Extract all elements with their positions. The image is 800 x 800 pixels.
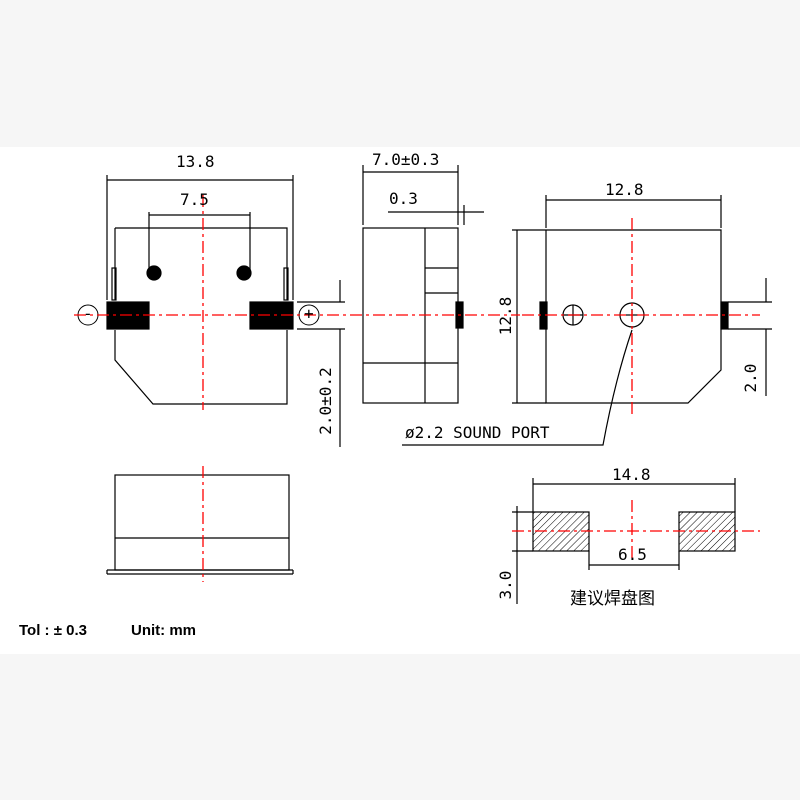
dim-side-width: 7.0±0.3	[372, 150, 440, 169]
dim-pad-height: 3.0	[496, 570, 515, 600]
pad-layout	[512, 478, 736, 604]
dim-front-width: 13.8	[176, 152, 215, 171]
sound-port-label: ø2.2 SOUND PORT	[405, 423, 550, 442]
tolerance-note: Tol : ± 0.3	[19, 622, 87, 639]
dim-terminal-height: 2.0±0.2	[316, 367, 335, 435]
centerlines	[74, 195, 760, 582]
dim-top-width: 12.8	[605, 180, 644, 199]
dim-pad-total: 14.8	[612, 465, 651, 484]
minus-label: -	[83, 304, 93, 323]
bottom-view	[106, 474, 294, 575]
pad-caption: 建议焊盘图	[570, 589, 655, 609]
dim-side-tab: 0.3	[389, 189, 418, 208]
side-view	[362, 165, 484, 404]
front-view	[106, 175, 345, 447]
plus-label: +	[304, 304, 314, 323]
dim-top-tab-height: 2.0	[741, 363, 760, 393]
dim-top-height: 12.8	[496, 296, 515, 336]
dim-front-pin-spacing: 7.5	[180, 190, 209, 209]
dim-pad-gap: 6.5	[618, 545, 647, 564]
unit-note: Unit: mm	[131, 622, 196, 639]
